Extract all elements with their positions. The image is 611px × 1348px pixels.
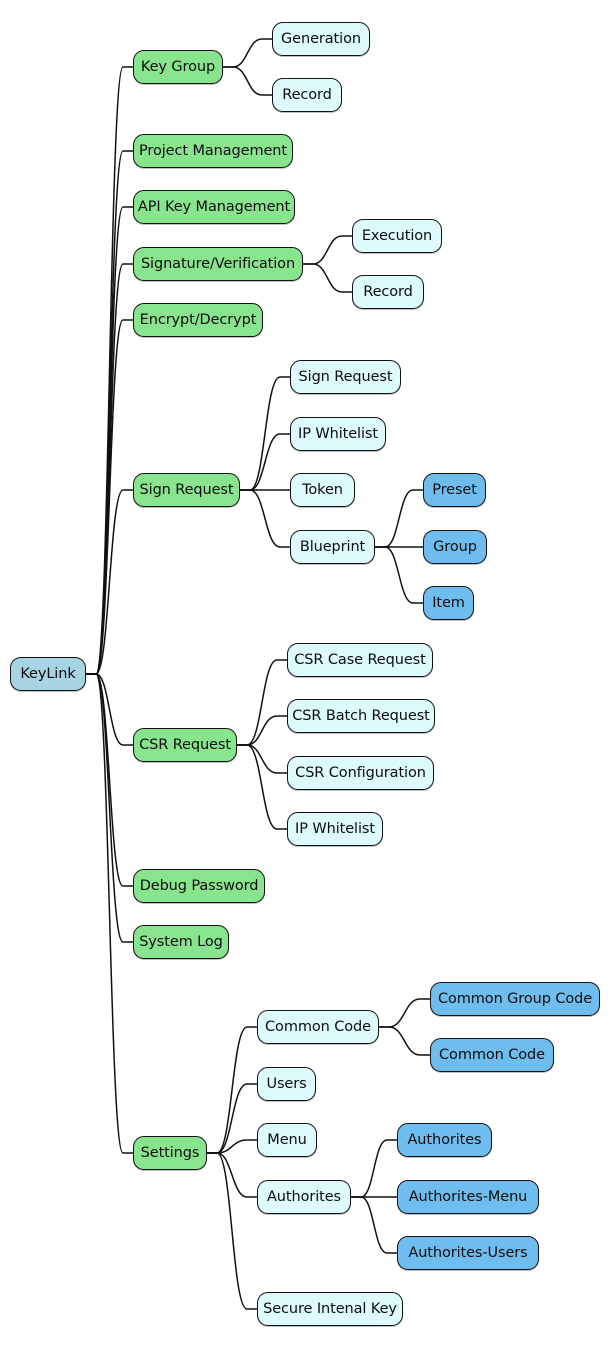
mindmap-node-n6c2[interactable]: IP Whitelist bbox=[290, 417, 386, 451]
mindmap-edge-n10c4-to-n10c4a bbox=[351, 1139, 397, 1198]
mindmap-edge-n1-to-n1c1 bbox=[223, 38, 272, 68]
mindmap-edge-n10-to-n10c1 bbox=[207, 1026, 257, 1154]
mindmap-node-root[interactable]: KeyLink bbox=[10, 657, 86, 691]
mindmap-node-n6c4a[interactable]: Preset bbox=[423, 473, 486, 507]
mindmap-edge-n10-to-n10c5 bbox=[207, 1152, 257, 1310]
mindmap-edge-n10-to-n10c2 bbox=[207, 1083, 257, 1154]
mindmap-node-n4[interactable]: Signature/Verification bbox=[133, 247, 303, 281]
mindmap-node-n10c1[interactable]: Common Code bbox=[257, 1010, 379, 1044]
mindmap-node-n10c1b[interactable]: Common Code bbox=[430, 1038, 554, 1072]
mindmap-node-n10c2[interactable]: Users bbox=[257, 1067, 316, 1101]
mindmap-node-n9[interactable]: System Log bbox=[133, 925, 229, 959]
mindmap-node-n6c1[interactable]: Sign Request bbox=[290, 360, 401, 394]
mindmap-edge-n10-to-n10c3 bbox=[207, 1139, 257, 1154]
mindmap-node-n10c4b[interactable]: Authorites-Menu bbox=[397, 1180, 539, 1214]
mindmap-edge-n7-to-n7c1 bbox=[237, 659, 287, 746]
mindmap-node-n1c1[interactable]: Generation bbox=[272, 22, 370, 56]
mindmap-node-n2[interactable]: Project Management bbox=[133, 134, 293, 168]
mindmap-node-n10c1a[interactable]: Common Group Code bbox=[430, 982, 600, 1016]
mindmap-node-n10[interactable]: Settings bbox=[133, 1136, 207, 1170]
mindmap-node-n10c4[interactable]: Authorites bbox=[257, 1180, 351, 1214]
mindmap-edge-n10-to-n10c4 bbox=[207, 1152, 257, 1198]
mindmap-edge-n7-to-n7c3 bbox=[237, 744, 287, 774]
mindmap-node-n6c3[interactable]: Token bbox=[290, 473, 355, 507]
mindmap-node-n10c4c[interactable]: Authorites-Users bbox=[397, 1236, 539, 1270]
mindmap-edge-root-to-n3 bbox=[86, 206, 133, 675]
mindmap-node-n6c4b[interactable]: Group bbox=[423, 530, 487, 564]
mindmap-edge-n6-to-n6c4 bbox=[240, 489, 290, 548]
mindmap-node-n7c4[interactable]: IP Whitelist bbox=[287, 812, 383, 846]
mindmap-node-n10c4a[interactable]: Authorites bbox=[397, 1123, 492, 1157]
mindmap-node-n10c5[interactable]: Secure Intenal Key bbox=[257, 1292, 403, 1326]
mindmap-edge-root-to-n4 bbox=[86, 263, 133, 675]
mindmap-edge-root-to-n9 bbox=[86, 673, 133, 943]
mindmap-edge-n10c1-to-n10c1b bbox=[379, 1026, 430, 1056]
mindmap-edge-n10c4-to-n10c4c bbox=[351, 1196, 397, 1254]
mindmap-node-n10c3[interactable]: Menu bbox=[257, 1123, 317, 1157]
mindmap-edge-root-to-n7 bbox=[86, 673, 133, 746]
mindmap-edge-root-to-n1 bbox=[86, 66, 133, 675]
mindmap-edge-root-to-n2 bbox=[86, 150, 133, 675]
mindmap-node-n8[interactable]: Debug Password bbox=[133, 869, 265, 903]
mindmap-node-n7c1[interactable]: CSR Case Request bbox=[287, 643, 433, 677]
mindmap-node-n1[interactable]: Key Group bbox=[133, 50, 223, 84]
mindmap-edge-n10c1-to-n10c1a bbox=[379, 998, 430, 1028]
mindmap-node-n5[interactable]: Encrypt/Decrypt bbox=[133, 303, 263, 337]
mindmap-node-n7c3[interactable]: CSR Configuration bbox=[287, 756, 434, 790]
mindmap-node-n6c4c[interactable]: Item bbox=[423, 586, 474, 620]
mindmap-edge-n6-to-n6c2 bbox=[240, 433, 290, 491]
mindmap-node-n1c2[interactable]: Record bbox=[272, 78, 342, 112]
mindmap-edge-n4-to-n4c2 bbox=[303, 263, 352, 293]
mindmap-edge-n7-to-n7c4 bbox=[237, 744, 287, 830]
mindmap-edge-n6c4-to-n6c4c bbox=[375, 546, 423, 604]
mindmap-edge-n7-to-n7c2 bbox=[237, 715, 287, 746]
mindmap-edge-root-to-n10 bbox=[86, 673, 133, 1154]
mindmap-edge-root-to-n8 bbox=[86, 673, 133, 887]
mindmap-node-n7c2[interactable]: CSR Batch Request bbox=[287, 699, 435, 733]
mindmap-node-n3[interactable]: API Key Management bbox=[133, 190, 295, 224]
mindmap-edge-n6c4-to-n6c4a bbox=[375, 489, 423, 548]
mindmap-node-n7[interactable]: CSR Request bbox=[133, 728, 237, 762]
mindmap-edge-root-to-n6 bbox=[86, 489, 133, 675]
mindmap-edge-n4-to-n4c1 bbox=[303, 235, 352, 265]
mindmap-node-n4c1[interactable]: Execution bbox=[352, 219, 442, 253]
mindmap-node-n6[interactable]: Sign Request bbox=[133, 473, 240, 507]
mindmap-edge-n6-to-n6c1 bbox=[240, 376, 290, 491]
mindmap-edge-n1-to-n1c2 bbox=[223, 66, 272, 96]
mindmap-node-n6c4[interactable]: Blueprint bbox=[290, 530, 375, 564]
mindmap-node-n4c2[interactable]: Record bbox=[352, 275, 424, 309]
mindmap-edge-root-to-n5 bbox=[86, 319, 133, 675]
